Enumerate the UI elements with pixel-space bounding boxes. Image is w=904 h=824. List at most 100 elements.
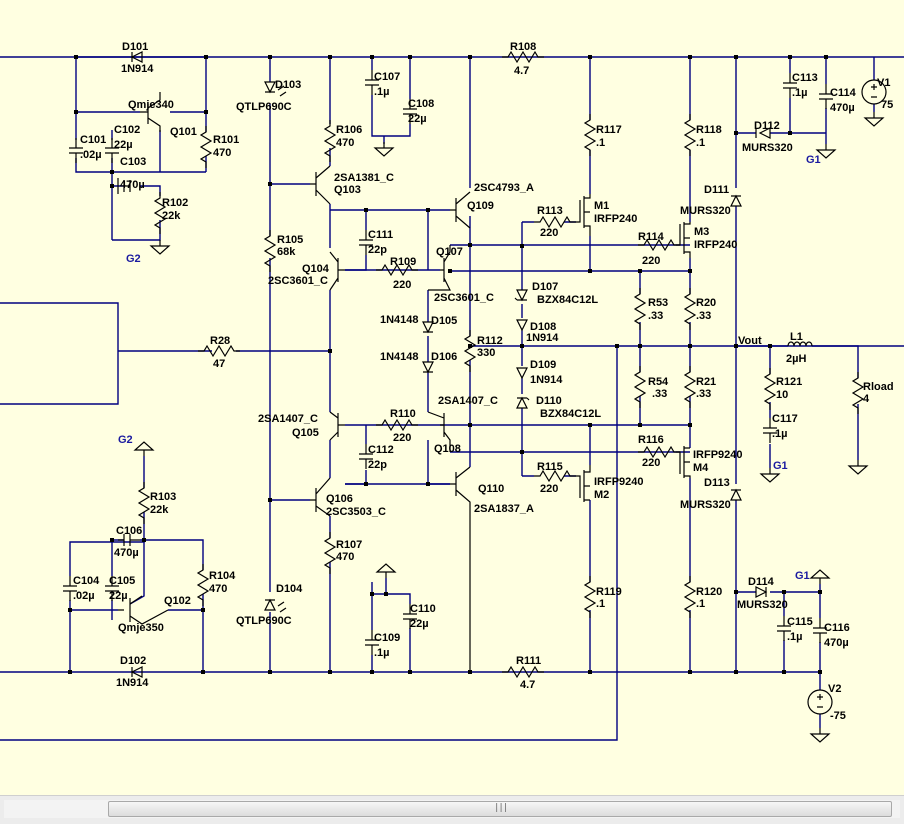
label: 68k bbox=[277, 246, 296, 258]
label: R121 bbox=[776, 376, 802, 388]
label: L1 bbox=[790, 331, 803, 343]
label: 4 bbox=[863, 393, 870, 405]
label: .02µ bbox=[73, 590, 95, 602]
label: Vout bbox=[738, 335, 762, 347]
label: .1µ bbox=[374, 647, 390, 659]
label: D108 bbox=[530, 321, 556, 333]
label: M4 bbox=[693, 462, 709, 474]
d108-diode-symbol bbox=[516, 319, 528, 332]
label: R114 bbox=[638, 231, 665, 243]
m2-mosfet-symbol bbox=[576, 465, 591, 502]
d113-diode-symbol bbox=[730, 488, 742, 501]
label: R106 bbox=[336, 124, 362, 136]
label: MURS320 bbox=[680, 499, 731, 511]
label: BZX84C12L bbox=[537, 294, 598, 306]
label: 22µ bbox=[408, 113, 427, 125]
label: Q103 bbox=[334, 184, 361, 196]
label: 22p bbox=[368, 459, 387, 471]
label: 22µ bbox=[410, 618, 429, 630]
label: 22µ bbox=[114, 139, 133, 151]
q108-transistor-symbol bbox=[427, 411, 451, 452]
label: R107 bbox=[336, 539, 362, 551]
label: Q102 bbox=[164, 595, 191, 607]
horizontal-scrollbar[interactable]: ||| bbox=[0, 795, 904, 824]
label: .1µ bbox=[374, 86, 390, 98]
label: R102 bbox=[162, 197, 188, 209]
v2-source-symbol bbox=[807, 689, 833, 715]
label: C102 bbox=[114, 124, 140, 136]
label: 470µ bbox=[120, 179, 145, 191]
label: IRFP9240 bbox=[594, 476, 644, 488]
label: R118 bbox=[696, 124, 722, 136]
m1-mosfet-symbol bbox=[576, 194, 591, 236]
label: C113 bbox=[792, 72, 818, 84]
label: R108 bbox=[510, 41, 536, 53]
net-flag-g1: G1 bbox=[806, 154, 821, 166]
label: 4.7 bbox=[514, 65, 529, 77]
label: 220 bbox=[540, 483, 558, 495]
label: QTLP690C bbox=[236, 101, 292, 113]
label: 220 bbox=[642, 255, 660, 267]
label: C105 bbox=[109, 575, 135, 587]
label: 22k bbox=[162, 210, 181, 222]
label: R103 bbox=[150, 491, 176, 503]
schematic-canvas[interactable]: D101 1N914 R108 4.7 V1 75 D103 QTLP690C … bbox=[0, 0, 904, 795]
label: R119 bbox=[596, 586, 622, 598]
label: 2SA1407_C bbox=[258, 413, 318, 425]
scrollbar-grip-icon: ||| bbox=[494, 803, 508, 813]
q110-transistor-symbol bbox=[450, 466, 471, 672]
q105-transistor-symbol bbox=[329, 411, 345, 441]
label: 2SC3601_C bbox=[268, 275, 328, 287]
label: .1 bbox=[696, 598, 705, 610]
label: C115 bbox=[787, 616, 813, 628]
label: 2SC4793_A bbox=[474, 182, 534, 194]
label: R110 bbox=[390, 408, 416, 420]
d104-led-symbol bbox=[264, 598, 287, 613]
q102-transistor-symbol bbox=[118, 595, 169, 625]
label: IRFP240 bbox=[694, 239, 737, 251]
d106-diode-symbol bbox=[422, 361, 434, 374]
label: .1µ bbox=[787, 631, 803, 643]
scrollbar-track[interactable]: ||| bbox=[4, 800, 900, 818]
label: 220 bbox=[393, 432, 411, 444]
scrollbar-thumb[interactable]: ||| bbox=[108, 801, 892, 817]
label: R112 bbox=[477, 335, 503, 347]
label: C104 bbox=[73, 575, 100, 587]
label: C112 bbox=[368, 444, 394, 456]
label: 22p bbox=[368, 244, 387, 256]
label: Qmje350 bbox=[118, 622, 164, 634]
label: IRFP240 bbox=[594, 213, 637, 225]
d103-led-symbol bbox=[264, 81, 287, 97]
d114-diode-symbol bbox=[755, 586, 768, 598]
label: D113 bbox=[704, 477, 730, 489]
label: 220 bbox=[540, 227, 558, 239]
v1-source-symbol bbox=[861, 79, 887, 105]
label: 220 bbox=[642, 457, 660, 469]
d110-zener-symbol bbox=[516, 396, 530, 409]
label: R21 bbox=[696, 376, 716, 388]
label: Q104 bbox=[302, 263, 330, 275]
m3-mosfet-symbol bbox=[676, 222, 691, 258]
label: R109 bbox=[390, 256, 416, 268]
label: 470 bbox=[213, 147, 231, 159]
q103-transistor-symbol bbox=[310, 165, 331, 205]
label: R111 bbox=[516, 655, 541, 667]
label: R104 bbox=[209, 570, 236, 582]
label: D105 bbox=[431, 315, 457, 327]
label: M3 bbox=[694, 226, 709, 238]
label: D107 bbox=[532, 281, 558, 293]
label: 1N914 bbox=[121, 63, 154, 75]
wires bbox=[0, 56, 904, 741]
label: 220 bbox=[393, 279, 411, 291]
label: -75 bbox=[830, 710, 846, 722]
d101-diode-symbol bbox=[130, 51, 143, 63]
label: Rload bbox=[863, 381, 894, 393]
q107-transistor-symbol bbox=[428, 245, 451, 291]
label: R54 bbox=[648, 376, 669, 388]
label: C110 bbox=[410, 603, 436, 615]
label: .1 bbox=[596, 598, 605, 610]
m4-mosfet-symbol bbox=[676, 446, 691, 478]
label: R53 bbox=[648, 297, 668, 309]
label: 470 bbox=[336, 551, 354, 563]
label: .1µ bbox=[772, 428, 788, 440]
